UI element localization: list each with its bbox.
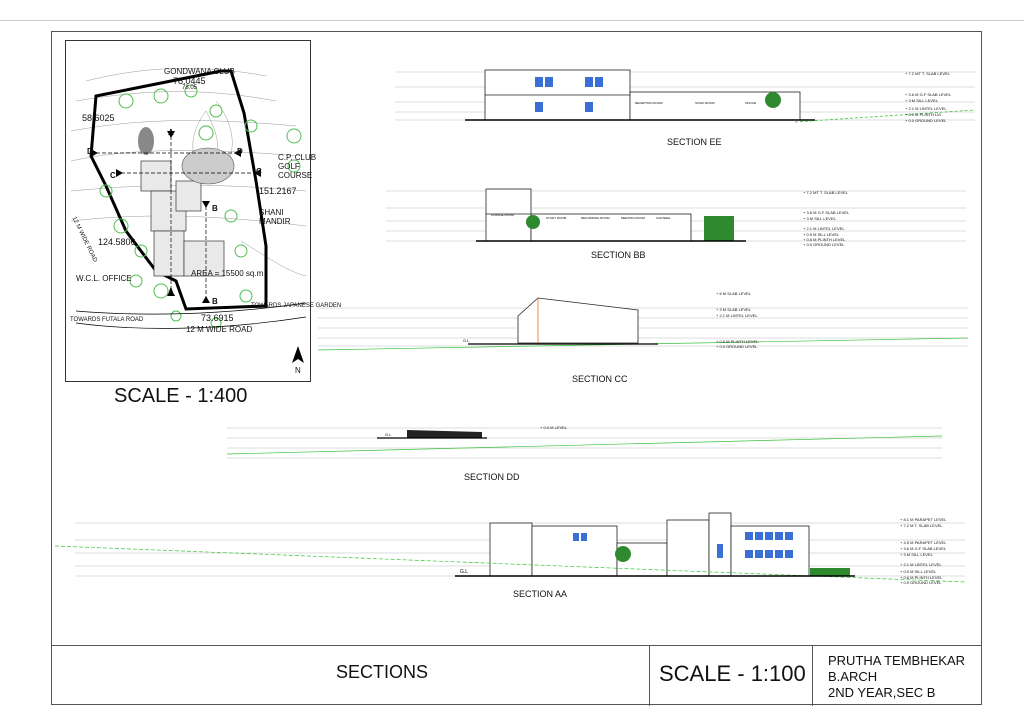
site-boundary — [89, 69, 268, 311]
building-footprint — [140, 160, 225, 277]
svg-text:MEETING ROOM: MEETING ROOM — [621, 216, 645, 220]
south-road-label: 12 M WIDE ROAD — [186, 325, 253, 334]
site-area-label: AREA = 15500 sq.m — [191, 269, 264, 278]
japanese-garden-label: TOWARDS JAPANESE GARDEN — [251, 303, 342, 309]
roads — [75, 302, 307, 329]
drawing-scale: SCALE - 1:100 — [659, 661, 806, 686]
svg-text:G.L: G.L — [385, 432, 392, 437]
north-value: 78.0445 — [173, 76, 206, 86]
east-value: 151.2167 — [259, 186, 297, 196]
south-value: 73.6915 — [201, 313, 234, 323]
aa-level-9: + 0.0 GROUND LEVEL — [900, 580, 942, 585]
section-cc-title: SECTION CC — [572, 374, 628, 384]
marker-a-bottom: A — [168, 287, 174, 296]
drawing-border — [51, 31, 982, 705]
ee-level-3: + 3 M SILL LEVEL — [905, 98, 938, 103]
svg-text:LOUNGE ROOM: LOUNGE ROOM — [491, 213, 514, 217]
section-cc-drawing: G.L — [318, 297, 969, 351]
svg-text:STAFF ROOM: STAFF ROOM — [695, 101, 715, 105]
bb-level-6: + 0.6 M PLINTH LEVEL — [803, 237, 846, 242]
scale-cell: SCALE - 1:100 — [649, 646, 812, 706]
section-ee-drawing: RECEPTION ROOM STAFF ROOM OFFICE — [395, 69, 976, 123]
year-section: 2ND YEAR,SEC B — [828, 685, 936, 700]
wcl-office-label: W.C.L. OFFICE — [76, 274, 132, 283]
marker-c-right: C — [256, 167, 262, 176]
bb-level-4: + 2.1 M LINTEL LEVEL — [803, 226, 845, 231]
aa-level-3: + 4.5 M PARAPET LEVEL — [900, 540, 947, 545]
section-aa-title: SECTION AA — [513, 589, 568, 599]
north-small-value: 78.05 — [182, 85, 198, 91]
aa-level-5: + 3 M SILL LEVEL — [900, 552, 933, 557]
section-bb-title: SECTION BB — [591, 250, 646, 260]
site-plan-drawing — [70, 68, 307, 363]
section-dd-title: SECTION DD — [464, 472, 520, 482]
author-cell: PRUTHA TEMBHEKAR B.ARCH 2ND YEAR,SEC B — [812, 646, 982, 706]
marker-c-left: C — [110, 171, 116, 180]
svg-text:OFFICE: OFFICE — [745, 101, 756, 105]
section-aa-drawing: G.L — [55, 512, 966, 583]
section-bb-drawing: LOUNGE ROOM STUDY ROOM RECORDING ROOM ME… — [386, 188, 966, 242]
west-value: 58.6025 — [82, 113, 115, 123]
trees — [99, 84, 302, 329]
svg-text:G.L: G.L — [460, 569, 468, 575]
ee-level-2: + 3.6 M G.F SLAB LEVEL — [905, 92, 952, 97]
marker-d-right: D — [237, 147, 243, 156]
marker-d-left: D — [87, 147, 93, 156]
author-name: PRUTHA TEMBHEKAR — [828, 653, 966, 668]
section-lines — [96, 136, 261, 303]
bb-level-1: + 7.2 MT T. SLAB LEVEL — [803, 190, 848, 195]
ee-level-5: + 0.9 M PLINTH LVL — [905, 112, 942, 117]
site-plan: GONDWANA CLUB 78.0445 78.05 58.6025 C.P.… — [65, 40, 341, 382]
north-arrow-label: N — [295, 366, 301, 375]
bb-level-5: + 0.9 M SILL LEVEL — [803, 232, 840, 237]
sheet-frame — [0, 20, 1024, 704]
aa-level-7: + 0.9 M SILL LEVEL — [900, 569, 937, 574]
aa-level-8: + 0.6 M PLINTH LEVEL — [900, 575, 943, 580]
svg-text:STUDY ROOM: STUDY ROOM — [546, 216, 567, 220]
svg-text:CANTEEN: CANTEEN — [656, 216, 670, 220]
section-ee-title: SECTION EE — [667, 137, 722, 147]
marker-a-top: A — [168, 128, 174, 137]
cc-level-4: + 0.6 M PLINTH LEVEL — [716, 339, 759, 344]
svg-text:RECEPTION ROOM: RECEPTION ROOM — [635, 101, 663, 105]
north-arrow-glyph — [292, 346, 304, 363]
section-dd-drawing: G.L — [227, 427, 943, 459]
bb-level-7: + 0.0 GROUND LEVEL — [803, 242, 845, 247]
bb-level-3: + 3 M SILL LEVEL — [803, 216, 836, 221]
cc-level-3: + 2.1 M LINTEL LEVEL — [716, 313, 758, 318]
svg-text:RECORDING ROOM: RECORDING ROOM — [581, 216, 610, 220]
ee-level-1: + 7.2 MT T. SLAB LEVEL — [905, 71, 950, 76]
pond — [181, 147, 235, 185]
bb-level-2: + 3.6 M G.F SLAB LEVEL — [803, 210, 850, 215]
aa-level-1: + 8.1 M PARAPET LEVEL — [900, 517, 947, 522]
north-label: GONDWANA CLUB — [164, 67, 235, 76]
aa-level-4: + 3.6 M G.F SLAB LEVEL — [900, 546, 947, 551]
cp-club-label: C.P. CLUB GOLF COURSE — [278, 153, 317, 180]
section-markers — [91, 131, 261, 303]
ee-level-6: + 0.0 GROUND LEVEL — [905, 118, 947, 123]
shani-mandir-label: SHANI MANDIR — [259, 208, 291, 226]
site-plan-scale: SCALE - 1:400 — [114, 385, 248, 407]
sheet-title: SECTIONS — [336, 662, 429, 682]
svg-text:G.L: G.L — [463, 338, 470, 343]
dd-level-1: + 0.9 M LEVEL — [540, 425, 568, 430]
marker-b-top: B — [212, 204, 218, 213]
rock-feature — [138, 127, 154, 155]
left-value: 124.5806 — [98, 237, 136, 247]
cc-level-5: + 0.0 GROUND LEVEL — [716, 344, 758, 349]
cc-level-1: + 6 M SLAB LEVEL — [716, 291, 752, 296]
futala-road-label: TOWARDS FUTALA ROAD — [70, 317, 144, 323]
course-name: B.ARCH — [828, 669, 878, 684]
aa-level-2: + 7.2 M T. SLAB LEVEL — [900, 523, 943, 528]
title-block: SECTIONS SCALE - 1:100 PRUTHA TEMBHEKAR … — [51, 645, 982, 706]
cc-level-2: + 3 M SLAB LEVEL — [716, 307, 752, 312]
marker-b-bottom: B — [212, 297, 218, 306]
ee-level-4: + 2.1 M LINTEL LEVEL — [905, 106, 947, 111]
aa-level-6: + 2.1 M LINTEL LEVEL — [900, 562, 942, 567]
